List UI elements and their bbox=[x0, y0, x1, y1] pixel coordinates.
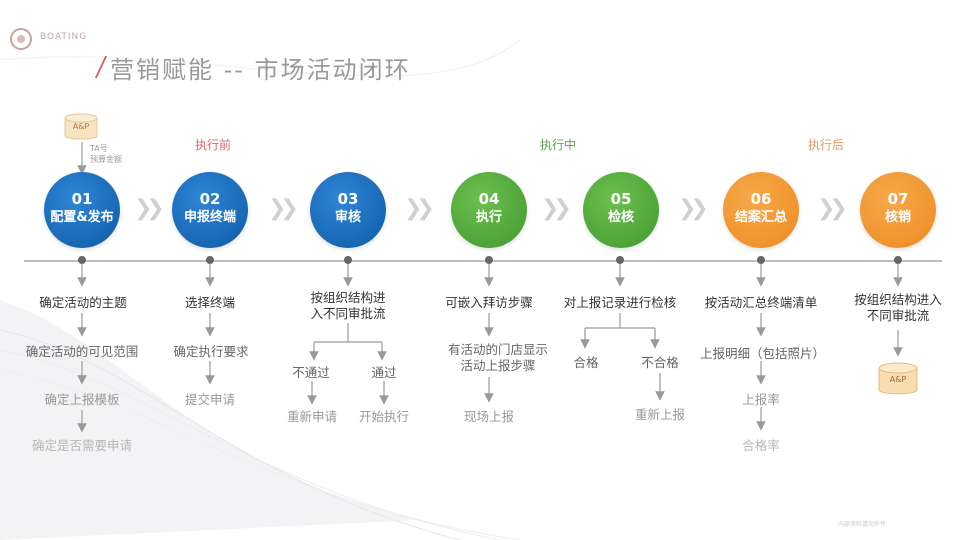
col3-head: 按组织结构进 入不同审批流 bbox=[294, 290, 402, 322]
step-label: 结案汇总 bbox=[734, 210, 787, 225]
col6-item: 合格率 bbox=[742, 438, 780, 453]
phase-label-mid: 执行中 bbox=[540, 138, 577, 152]
step-06-circle: 06 结案汇总 bbox=[723, 172, 799, 248]
col3-head-line: 按组织结构进 bbox=[310, 290, 386, 305]
timeline-axis bbox=[24, 260, 942, 262]
col4-mid: 有活动的门店显示 活动上报步骤 bbox=[442, 342, 554, 374]
col4-head: 可嵌入拜访步骤 bbox=[445, 295, 533, 310]
col3-pass-next: 开始执行 bbox=[358, 409, 409, 424]
step-label: 执行 bbox=[475, 210, 502, 225]
step-number: 06 bbox=[750, 190, 772, 208]
phase-label-post: 执行后 bbox=[808, 138, 845, 152]
col6-item: 上报率 bbox=[742, 392, 780, 407]
step-label: 审核 bbox=[334, 210, 361, 225]
step-number: 04 bbox=[478, 190, 500, 208]
col4-mid-line: 有活动的门店显示 bbox=[447, 342, 548, 357]
step-label: 核销 bbox=[884, 210, 911, 225]
logo-text: BOATING bbox=[40, 32, 88, 42]
col3-reject: 不通过 bbox=[292, 365, 330, 380]
col2-item: 提交申请 bbox=[184, 392, 235, 407]
ap-label: A&P bbox=[889, 375, 907, 384]
step-label: 配置&发布 bbox=[50, 210, 114, 225]
chevron-right-icon: ❯❯ bbox=[678, 196, 709, 221]
timeline-dot bbox=[616, 256, 624, 264]
ta-note-line: 预算金额 bbox=[90, 155, 122, 164]
chevron-right-icon: ❯❯ bbox=[404, 196, 435, 221]
col5-head: 对上报记录进行检核 bbox=[563, 295, 677, 310]
col6-item: 按活动汇总终端清单 bbox=[704, 295, 818, 310]
col5-fail-next: 重新上报 bbox=[634, 407, 685, 422]
logo-mark-icon bbox=[10, 28, 32, 50]
timeline-dot bbox=[344, 256, 352, 264]
step-label: 检核 bbox=[607, 210, 634, 225]
col1-item: 确定是否需要申请 bbox=[31, 438, 132, 453]
timeline-dot bbox=[485, 256, 493, 264]
col7-line: 不同审批流 bbox=[866, 308, 930, 323]
brand-logo: BOATING bbox=[10, 22, 100, 56]
step-number: 02 bbox=[199, 190, 221, 208]
database-icon: A&P bbox=[64, 113, 98, 141]
step-label: 申报终端 bbox=[183, 210, 236, 225]
col1-item: 确定活动的可见范围 bbox=[25, 344, 139, 359]
database-icon: A&P bbox=[878, 362, 918, 396]
phase-label-pre: 执行前 bbox=[195, 138, 232, 152]
step-number: 05 bbox=[610, 190, 632, 208]
step-03-circle: 03 审核 bbox=[310, 172, 386, 248]
ta-note-line: TA号 bbox=[90, 144, 108, 153]
col3-head-line: 入不同审批流 bbox=[310, 306, 386, 321]
ta-note: TA号 预算金额 bbox=[90, 143, 122, 165]
col4-mid-line: 活动上报步骤 bbox=[460, 358, 536, 373]
col4-last: 现场上报 bbox=[463, 409, 514, 424]
ap-label: A&P bbox=[72, 122, 90, 131]
col7-line: 按组织结构进入 bbox=[854, 292, 942, 307]
col3-pass: 通过 bbox=[371, 365, 397, 380]
col7-text: 按组织结构进入 不同审批流 bbox=[844, 292, 952, 324]
col1-item: 确定活动的主题 bbox=[39, 295, 127, 310]
chevron-right-icon: ❯❯ bbox=[541, 196, 572, 221]
step-05-circle: 05 检核 bbox=[583, 172, 659, 248]
chevron-right-icon: ❯❯ bbox=[134, 196, 165, 221]
col2-item: 确定执行要求 bbox=[173, 344, 249, 359]
timeline-dot bbox=[78, 256, 86, 264]
footer-note: 内部资料请勿外传 bbox=[838, 521, 887, 528]
col5-ok: 合格 bbox=[573, 355, 599, 370]
step-number: 01 bbox=[71, 190, 93, 208]
timeline-dot bbox=[206, 256, 214, 264]
chevron-right-icon: ❯❯ bbox=[817, 196, 848, 221]
col3-reject-next: 重新申请 bbox=[286, 409, 337, 424]
col1-item: 确定上报模板 bbox=[44, 392, 120, 407]
step-number: 07 bbox=[887, 190, 909, 208]
timeline-dot bbox=[757, 256, 765, 264]
col6-item: 上报明细（包括照片） bbox=[700, 346, 826, 361]
step-07-circle: 07 核销 bbox=[860, 172, 936, 248]
step-number: 03 bbox=[337, 190, 359, 208]
timeline-dot bbox=[894, 256, 902, 264]
chevron-right-icon: ❯❯ bbox=[268, 196, 299, 221]
step-01-circle: 01 配置&发布 bbox=[44, 172, 120, 248]
col2-item: 选择终端 bbox=[184, 295, 235, 310]
step-04-circle: 04 执行 bbox=[451, 172, 527, 248]
page-title: 营销赋能 -- 市场活动闭环 bbox=[110, 56, 411, 84]
col5-fail: 不合格 bbox=[641, 355, 679, 370]
step-02-circle: 02 申报终端 bbox=[172, 172, 248, 248]
